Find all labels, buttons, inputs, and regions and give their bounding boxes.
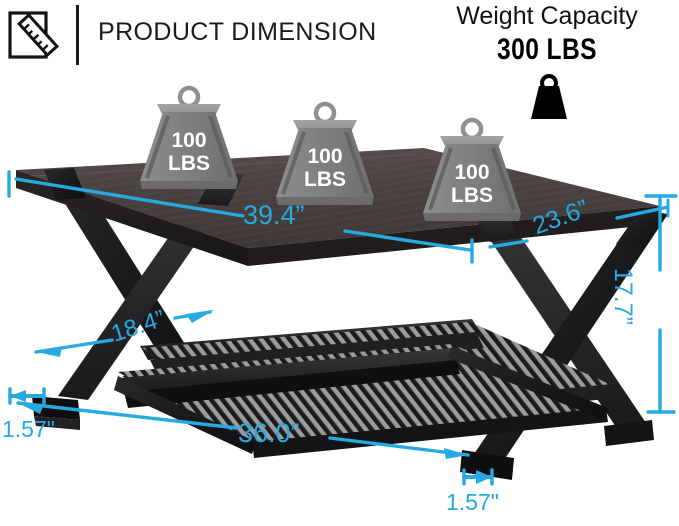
weight-capacity-value: 300 LBS (497, 33, 597, 66)
weight-block: 100 LBS (423, 117, 521, 221)
ruler-document-icon (8, 11, 60, 59)
svg-text:LBS: LBS (168, 152, 210, 175)
svg-text:100: 100 (307, 145, 342, 168)
weight-block: 100 LBS (140, 85, 238, 189)
svg-text:100: 100 (171, 129, 206, 152)
coffee-table-illustration: 100 LBS 100 LBS 100 LBS (16, 85, 668, 480)
dimension-label-height: 17.7” (609, 268, 637, 325)
svg-text:LBS: LBS (451, 184, 493, 207)
dimension-label-leg-left: 1.57" (2, 416, 55, 442)
dimension-label-leg-right: 1.57" (446, 489, 499, 515)
header-divider (76, 5, 79, 65)
dimension-label-shelf-width: 36.0” (238, 418, 300, 448)
weight-block: 100 LBS (276, 101, 374, 205)
dimension-label-top-width: 39.4” (243, 200, 305, 230)
svg-text:100: 100 (454, 161, 489, 184)
weight-capacity-title: Weight Capacity (456, 2, 638, 30)
weight-icon (531, 74, 567, 119)
svg-text:LBS: LBS (304, 168, 346, 191)
page-title: PRODUCT DIMENSION (98, 18, 377, 46)
